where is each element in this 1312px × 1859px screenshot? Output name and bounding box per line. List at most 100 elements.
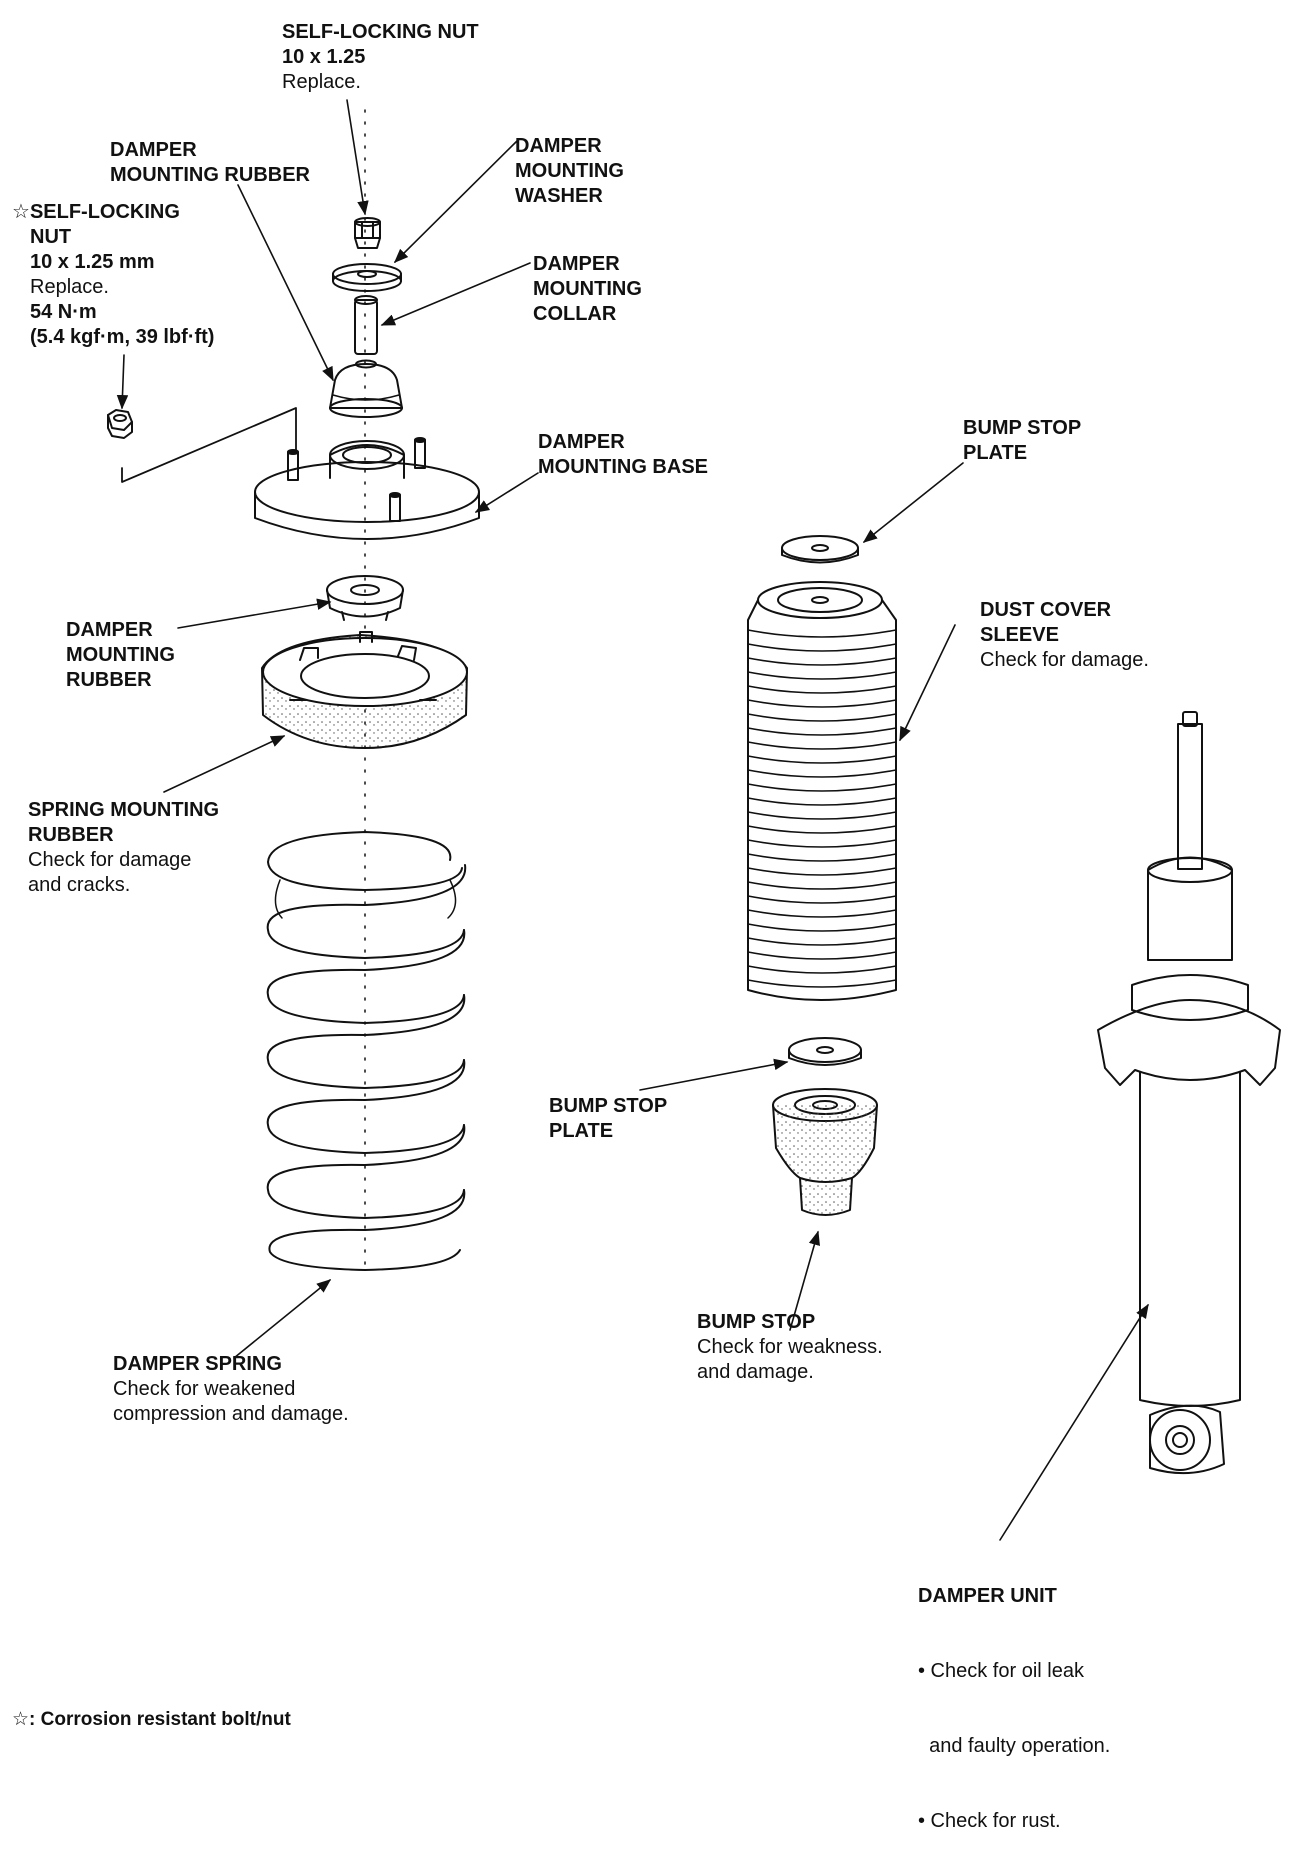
label-note-line: (5.4 kgf·m, 39 lbf·ft): [30, 326, 215, 348]
dust-cover-rib: [747, 783, 897, 792]
label-note-line: Replace.: [282, 71, 361, 93]
side-self-locking-nut: [107, 409, 133, 439]
dust-cover-rib: [747, 685, 897, 694]
dust-cover-ribs: [747, 629, 897, 988]
label-side-self-locking-nut: ☆SELF-LOCKING NUT 10 x 1.25 mm Replace. …: [12, 200, 214, 350]
top-self-locking-nut: [354, 217, 381, 249]
label-dust-cover-sleeve: DUST COVER SLEEVE Check for damage.: [980, 598, 1149, 673]
diagram-artwork: [107, 99, 1281, 1541]
dust-cover-rib: [747, 867, 897, 876]
label-title-line: WASHER: [515, 185, 603, 207]
label-title-line: DAMPER SPRING: [113, 1353, 282, 1375]
dust-cover-rib: [747, 853, 897, 862]
label-note-line: Check for weakened: [113, 1378, 296, 1400]
dust-cover-rib: [747, 671, 897, 680]
dust-cover-rib: [747, 657, 897, 666]
label-title-line: SELF-LOCKING NUT: [282, 21, 479, 43]
leader-arrows: [116, 99, 1149, 1541]
label-title-line: DUST COVER: [980, 599, 1112, 621]
label-title-line: MOUNTING: [515, 160, 624, 182]
label-note-line: Check for weakness.: [697, 1336, 883, 1358]
label-title-line: SLEEVE: [980, 624, 1059, 646]
dust-cover-rib: [747, 965, 897, 974]
label-title-line: SPRING MOUNTING: [28, 799, 220, 821]
label-note-line: Replace.: [30, 276, 109, 298]
dust-cover-rib: [747, 811, 897, 820]
corrosion-star-icon: ☆: [12, 1709, 30, 1730]
damper-mounting-rubber-upper: [329, 359, 403, 418]
label-damper-mounting-washer: DAMPER MOUNTING WASHER: [515, 134, 624, 209]
label-title-line: PLATE: [963, 442, 1028, 464]
damper-unit: [1097, 711, 1281, 1475]
label-title-line: BUMP STOP: [697, 1311, 816, 1333]
label-title-line: MOUNTING: [66, 644, 175, 666]
dust-cover-rib: [747, 979, 897, 988]
bump-stop: [772, 1088, 878, 1216]
damper-mounting-collar: [354, 295, 378, 355]
dust-cover-rib: [747, 741, 897, 750]
label-title-line: DAMPER UNIT: [918, 1585, 1057, 1607]
label-title-line: PLATE: [549, 1120, 614, 1142]
dust-cover-rib: [747, 727, 897, 736]
dust-cover-rib: [747, 923, 897, 932]
label-damper-mounting-base: DAMPER MOUNTING BASE: [538, 430, 708, 480]
label-title-line: RUBBER: [28, 824, 114, 846]
label-title-line: DAMPER: [66, 619, 153, 641]
dust-cover-rib: [747, 825, 897, 834]
label-damper-spring: DAMPER SPRING Check for weakened compres…: [113, 1352, 349, 1427]
label-note-line: • Check for rust.: [918, 1810, 1061, 1832]
dust-cover-rib: [747, 909, 897, 918]
label-title-line: SELF-LOCKING: [29, 201, 180, 223]
label-spring-mounting-rubber: SPRING MOUNTING RUBBER Check for damage …: [28, 798, 219, 898]
label-title-line: MOUNTING: [533, 278, 642, 300]
dust-cover-rib: [747, 643, 897, 652]
label-title-line: BUMP STOP: [963, 417, 1082, 439]
dust-cover-rib: [747, 839, 897, 848]
dust-cover-rib: [747, 937, 897, 946]
label-damper-mounting-collar: DAMPER MOUNTING COLLAR: [533, 252, 642, 327]
damper-spring: [266, 831, 467, 1271]
label-title-line: MOUNTING BASE: [538, 456, 708, 478]
label-note-line: and damage.: [697, 1361, 814, 1383]
dust-cover-rib: [747, 699, 897, 708]
dust-cover-rib: [747, 755, 897, 764]
label-title-line: NUT: [30, 226, 72, 248]
label-title-line: RUBBER: [66, 669, 152, 691]
corrosion-star-icon: ☆: [12, 201, 30, 223]
label-title-line: DAMPER: [538, 431, 625, 453]
label-bump-stop: BUMP STOP Check for weakness. and damage…: [697, 1310, 883, 1385]
label-note-line: compression and damage.: [113, 1403, 349, 1425]
label-title-line: 10 x 1.25 mm: [30, 251, 155, 273]
label-title-line: DAMPER: [110, 139, 197, 161]
footnote: ☆: Corrosion resistant bolt/nut: [12, 1708, 291, 1731]
footnote-text: : Corrosion resistant bolt/nut: [29, 1709, 291, 1730]
dust-cover-rib: [747, 713, 897, 722]
dust-cover-sleeve: [747, 581, 897, 1001]
label-title-line: BUMP STOP: [549, 1095, 668, 1117]
dust-cover-rib: [747, 895, 897, 904]
bump-stop-plate-lower: [788, 1037, 862, 1066]
dust-cover-rib: [747, 951, 897, 960]
label-note-line: 54 N·m: [30, 301, 97, 323]
label-note-line: Check for damage.: [980, 649, 1149, 671]
spring-mounting-rubber: [261, 631, 468, 749]
label-damper-unit: DAMPER UNIT • Check for oil leak and fau…: [918, 1534, 1110, 1859]
damper-exploded-diagram: SELF-LOCKING NUT 10 x 1.25 Replace. DAMP…: [12, 20, 1281, 1832]
dust-cover-rib: [747, 797, 897, 806]
side-nut-leader-bracket: [121, 407, 297, 483]
label-title-line: DAMPER: [515, 135, 602, 157]
label-note-line: • Check for oil leak: [918, 1660, 1084, 1682]
label-top-self-locking-nut: SELF-LOCKING NUT 10 x 1.25 Replace.: [282, 20, 479, 95]
label-bump-stop-plate-lower: BUMP STOP PLATE: [549, 1094, 667, 1144]
label-title-line: MOUNTING RUBBER: [110, 164, 310, 186]
bump-stop-plate-top: [781, 535, 859, 564]
dust-cover-rib: [747, 881, 897, 890]
label-note-line: and cracks.: [28, 874, 131, 896]
label-damper-mounting-rubber-upper: DAMPER MOUNTING RUBBER: [110, 138, 310, 188]
damper-mounting-washer: [332, 263, 402, 292]
label-damper-mounting-rubber-lower: DAMPER MOUNTING RUBBER: [66, 618, 175, 693]
dust-cover-rib: [747, 629, 897, 638]
dust-cover-rib: [747, 769, 897, 778]
label-note-line: Check for damage: [28, 849, 192, 871]
label-title-line: COLLAR: [533, 303, 617, 325]
